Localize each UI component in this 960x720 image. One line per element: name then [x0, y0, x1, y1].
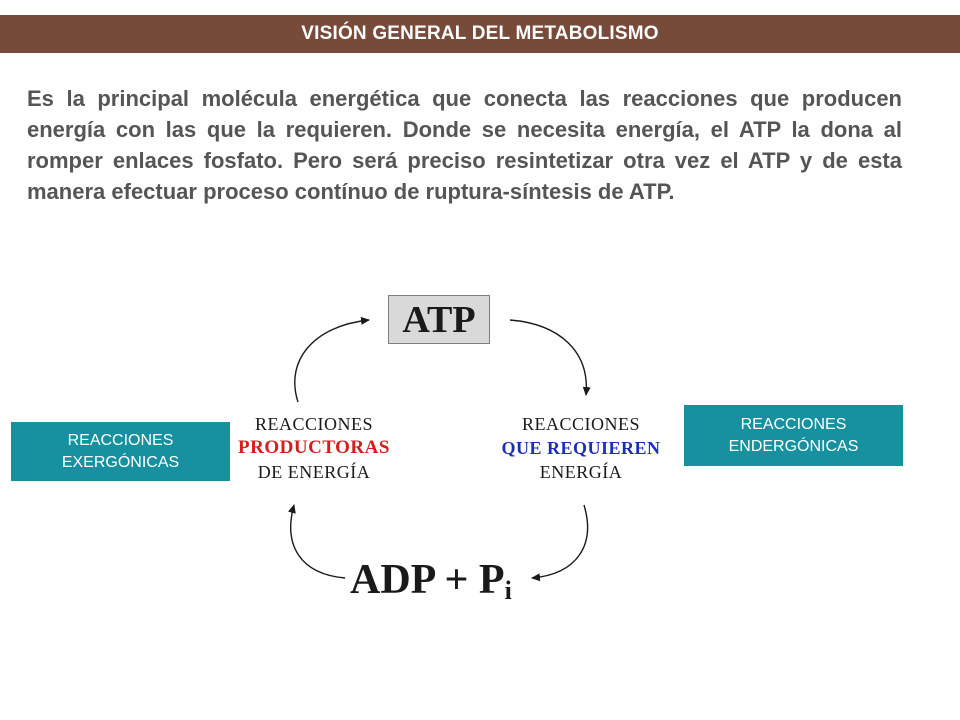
page-title-bar: VISIÓN GENERAL DEL METABOLISMO — [0, 15, 960, 53]
left-reaction-line1: REACCIONES — [254, 414, 373, 434]
right-reaction-line3: ENERGÍA — [539, 462, 623, 482]
right-reaction-line2: QUE REQUIEREN — [501, 438, 661, 458]
endergonic-box: REACCIONES ENDERGÓNICAS — [684, 405, 903, 466]
exergonic-box: REACCIONES EXERGÓNICAS — [11, 422, 230, 481]
arrow-from-atp — [509, 319, 591, 396]
exergonic-line2: EXERGÓNICAS — [61, 453, 180, 471]
atp-box: ATP — [388, 295, 490, 344]
endergonic-line1: REACCIONES — [740, 415, 847, 433]
adp-text: ADP + P — [350, 557, 505, 603]
arrow-to-adp — [531, 504, 589, 582]
atp-label: ATP — [402, 298, 476, 341]
left-reaction-line3: DE ENERGÍA — [257, 462, 371, 482]
exergonic-line1: REACCIONES — [67, 431, 174, 449]
page-title: VISIÓN GENERAL DEL METABOLISMO — [301, 23, 659, 44]
arrow-from-adp — [288, 504, 346, 579]
right-reaction-line1: REACCIONES — [521, 414, 640, 434]
adp-pi-label: ADP + Pi — [350, 556, 520, 605]
left-reaction-line2: PRODUCTORAS — [238, 437, 390, 458]
arrow-to-atp — [294, 316, 370, 403]
endergonic-line2: ENDERGÓNICAS — [728, 437, 859, 455]
adp-subscript: i — [504, 576, 512, 605]
intro-paragraph: Es la principal molécula energética que … — [27, 86, 902, 204]
requiring-reactions-label: REACCIONES QUE REQUIEREN ENERGÍA — [486, 412, 676, 484]
productive-reactions-label: REACCIONES PRODUCTORAS DE ENERGÍA — [228, 412, 400, 484]
